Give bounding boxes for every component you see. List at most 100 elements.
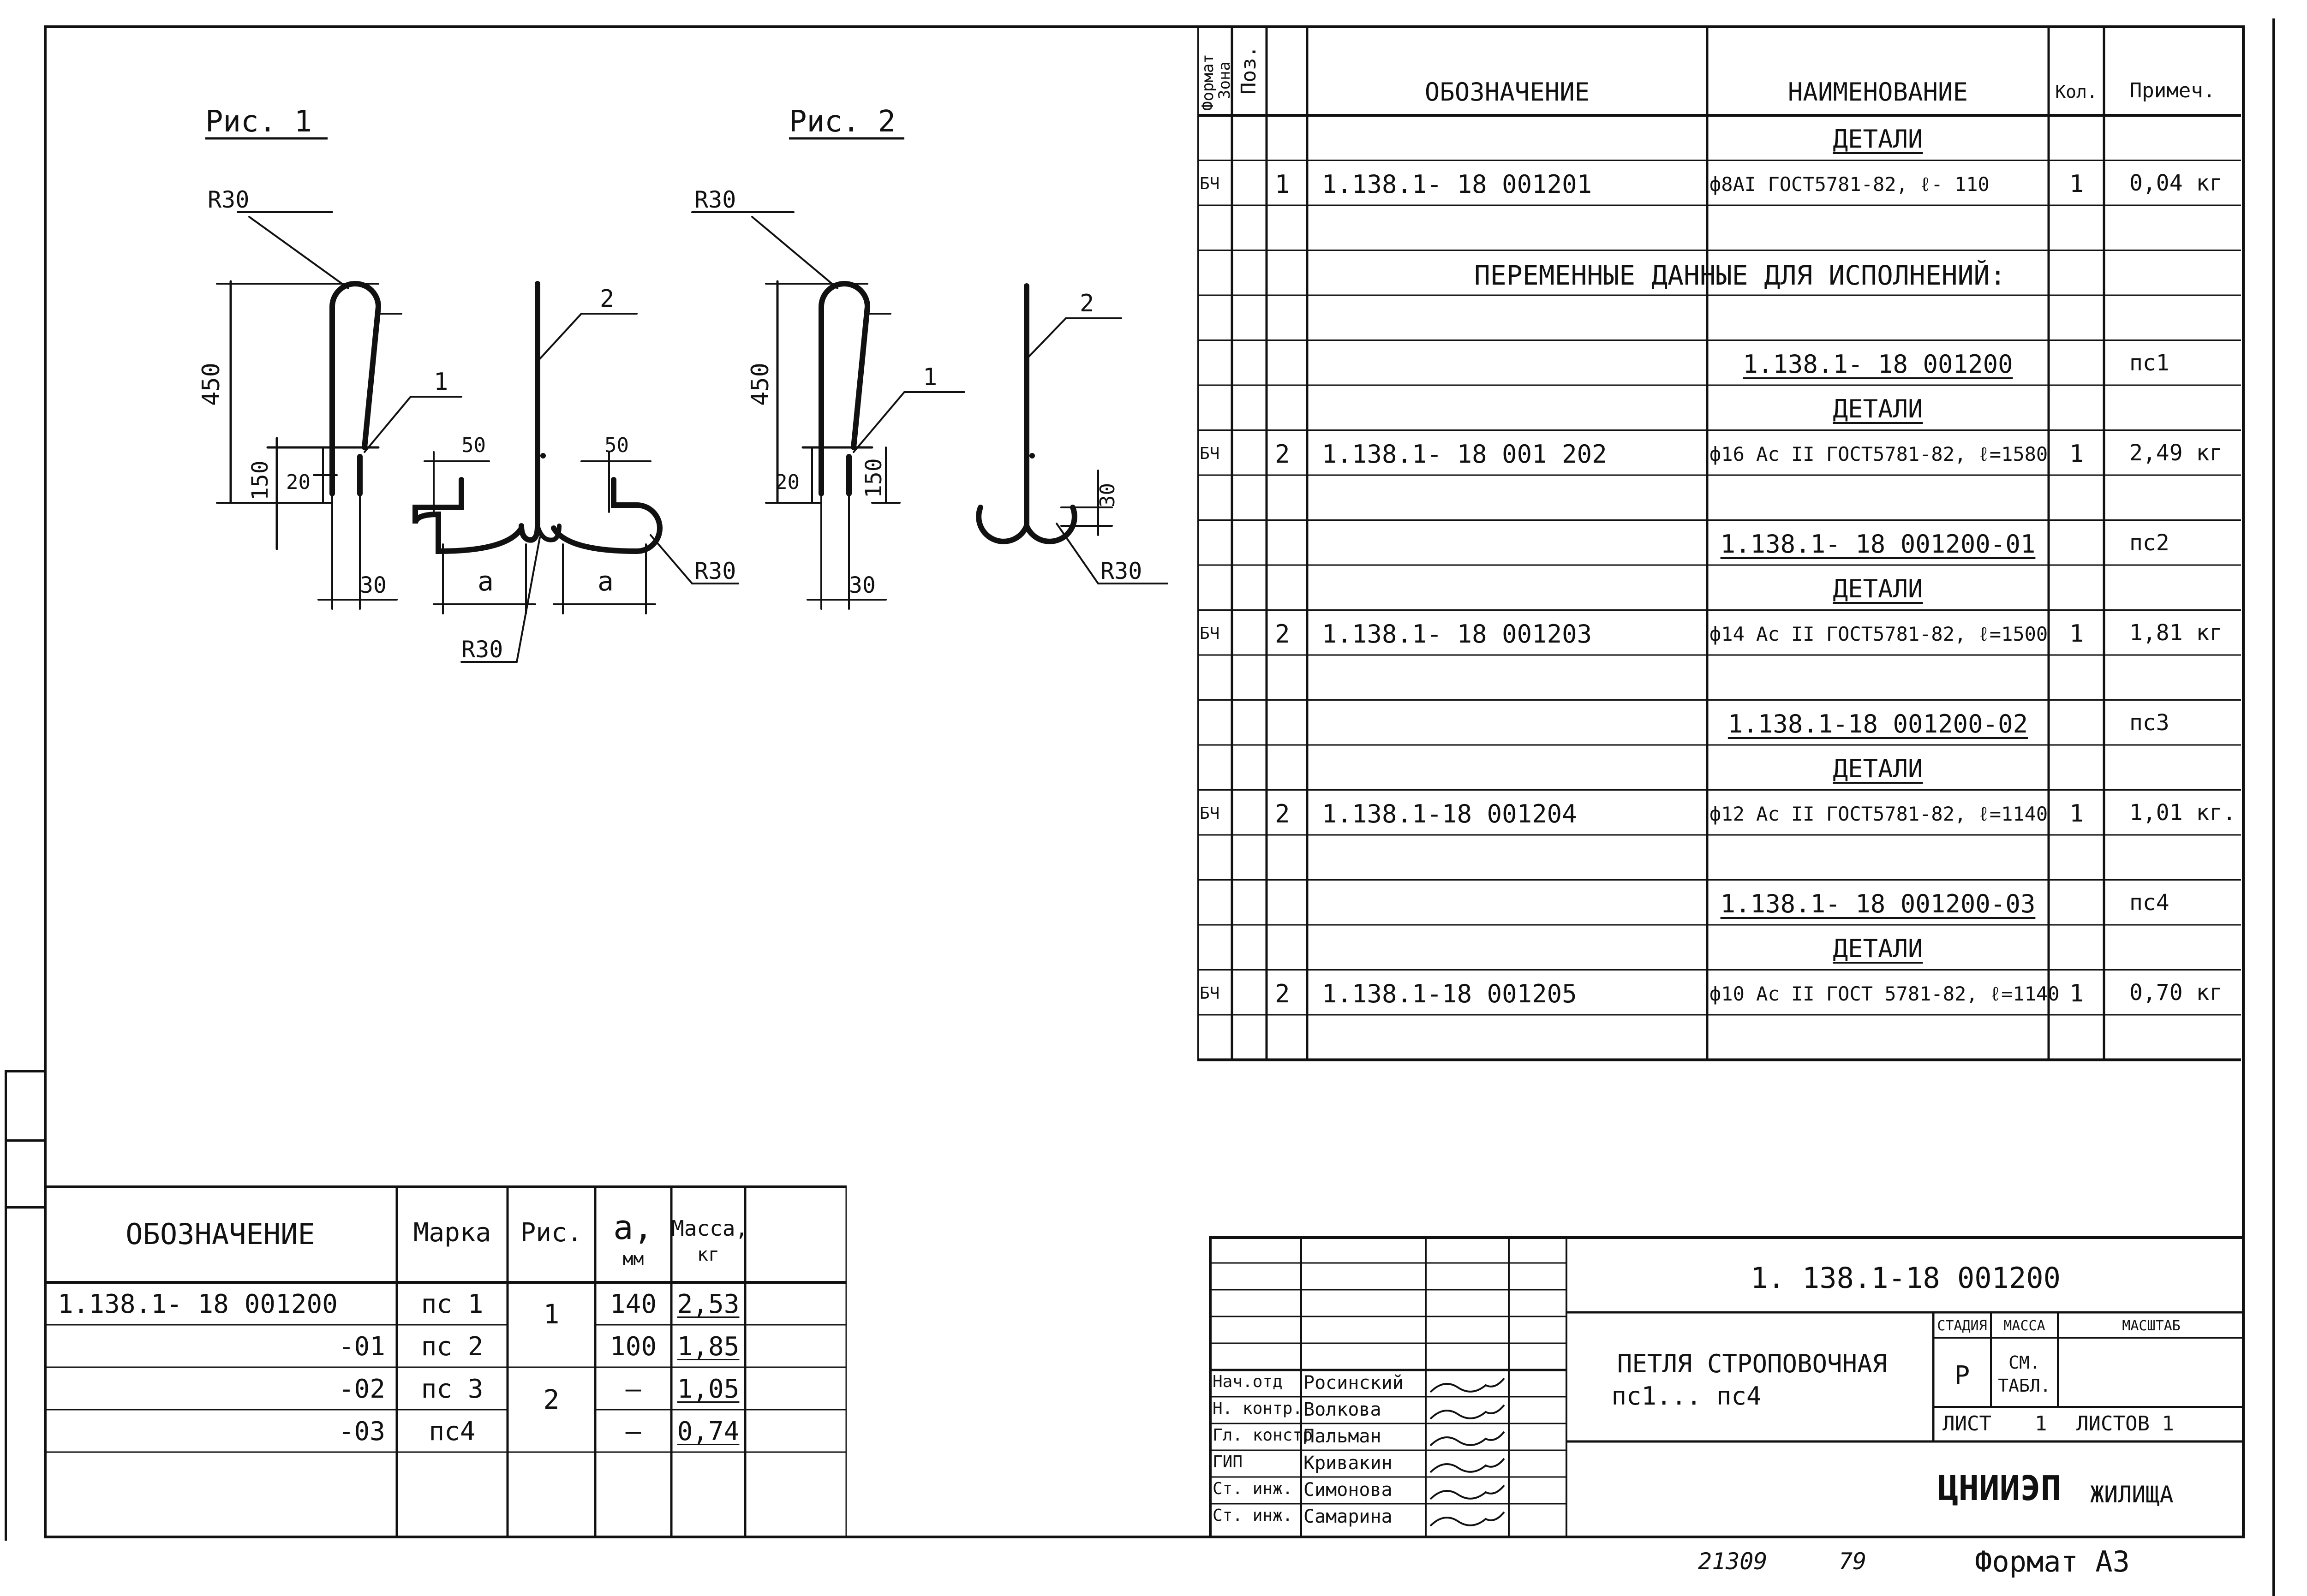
row-name: Детали xyxy=(1833,934,1923,963)
dim-r30: R30 xyxy=(694,186,736,213)
header-zone: Зона xyxy=(1215,61,1234,99)
dim-r30: R30 xyxy=(1100,558,1142,584)
staff-name: Пальман xyxy=(1303,1426,1381,1447)
row-pos: 2 xyxy=(1275,439,1290,469)
row-note: 2,49 кг xyxy=(2129,440,2223,466)
drawing-frame xyxy=(44,25,2245,1538)
row-note: 1,01 кг. xyxy=(2129,799,2236,826)
binding-strip-lower xyxy=(5,1209,7,1541)
header-a: a, xyxy=(613,1208,653,1247)
staff-role: Ст. инж. xyxy=(1213,1479,1293,1498)
row-name: Детали xyxy=(1833,754,1923,783)
row-mark: пс 1 xyxy=(421,1289,484,1319)
row-mark: пс 3 xyxy=(421,1374,484,1404)
row-name: ф8AI ГОСТ5781-82, ℓ- 110 xyxy=(1709,173,1990,196)
fig-group: 2 xyxy=(543,1384,560,1415)
pos-2: 2 xyxy=(1080,290,1094,317)
row-name: ф16 Ac II ГОСТ5781-82, ℓ=1580 xyxy=(1709,442,2048,465)
specification-table: ФорматЗонаПоз.ОбозначениеНаименованиеКол… xyxy=(1197,25,2241,1061)
row-format: БЧ xyxy=(1200,983,1220,1003)
row-designation: 1.138.1- 18 001200 xyxy=(58,1289,338,1319)
row-format: БЧ xyxy=(1200,444,1220,463)
title-block: 1. 138.1-18 001200Петля строповочнаяпс1.… xyxy=(1209,1236,2245,1538)
row-mass: 0,74 xyxy=(677,1417,740,1447)
row-qty: 1 xyxy=(2069,799,2084,828)
row-designation: 1.138.1- 18 001 202 xyxy=(1322,439,1607,469)
row-mark: пс 2 xyxy=(421,1332,484,1362)
row-mass: 2,53 xyxy=(677,1289,740,1319)
row-designation: -01 xyxy=(338,1332,385,1362)
right-edge-line xyxy=(2272,18,2275,1596)
row-section-heading: Переменные данные для исполнений: xyxy=(1474,259,2006,291)
mass-value: см. xyxy=(2008,1352,2040,1373)
dim-r30: R30 xyxy=(208,186,249,213)
sheets-total: Листов 1 xyxy=(2076,1412,2174,1435)
staff-name: Симонова xyxy=(1303,1479,1393,1501)
row-mass: 1,05 xyxy=(677,1374,740,1404)
stage-value: Р xyxy=(1954,1361,1970,1391)
row-a: 100 xyxy=(610,1332,657,1362)
binding-strip-divider xyxy=(5,1139,44,1142)
staff-name: Кривакин xyxy=(1303,1453,1393,1474)
variants-grid xyxy=(44,1185,847,1538)
row-name: ф14 Ac II ГОСТ5781-82, ℓ=1500 xyxy=(1709,622,2048,645)
mass-label: Масса xyxy=(2003,1318,2045,1334)
row-designation: -02 xyxy=(338,1374,385,1404)
dim-r30: R30 xyxy=(461,636,503,663)
header-name: Наименование xyxy=(1787,77,1968,107)
dim-a: a xyxy=(478,566,494,597)
dim-450: 450 xyxy=(197,363,225,406)
row-a: — xyxy=(625,1417,641,1447)
staff-role: ГИП xyxy=(1213,1453,1243,1471)
row-qty: 1 xyxy=(2069,619,2084,648)
row-name: 1.138.1- 18 001200 xyxy=(1743,349,2013,379)
signature xyxy=(1429,1404,1505,1420)
signature xyxy=(1429,1377,1505,1393)
dim-30: 30 xyxy=(360,572,387,598)
header-note: Примеч. xyxy=(2129,79,2216,102)
header-format: Формат xyxy=(1199,54,1217,111)
row-format: БЧ xyxy=(1200,804,1220,823)
archive-number: 21309 xyxy=(1698,1548,1768,1575)
signature xyxy=(1429,1458,1505,1473)
row-qty: 1 xyxy=(2069,979,2084,1007)
fig-group: 1 xyxy=(543,1298,560,1330)
mass-value: табл. xyxy=(1998,1376,2051,1396)
pos-1: 1 xyxy=(434,368,448,396)
pos-2: 2 xyxy=(600,285,614,313)
row-qty: 1 xyxy=(2069,170,2084,198)
row-name: 1.138.1- 18 001200-03 xyxy=(1720,889,2036,918)
row-format: БЧ xyxy=(1200,174,1220,193)
organization-sub: жилища xyxy=(2090,1481,2174,1508)
staff-role: Н. контр. xyxy=(1213,1399,1303,1418)
header-a-unit: мм xyxy=(622,1249,644,1269)
dim-450: 450 xyxy=(747,363,774,406)
dim-20: 20 xyxy=(286,470,311,494)
dim-50: 50 xyxy=(461,434,486,457)
staff-name: Волкова xyxy=(1303,1399,1381,1420)
row-name: ф10 Ac II ГОСТ 5781-82, ℓ=1140 xyxy=(1709,982,2060,1005)
doc-title: Петля строповочная xyxy=(1617,1349,1888,1378)
row-mass: 1,85 xyxy=(677,1332,740,1362)
fig1-title: Рис. 1 xyxy=(205,105,312,139)
dim-30: 30 xyxy=(1096,483,1119,507)
variants-table: ОбозначениеМаркаРис.a,ммМасса,кг1.138.1-… xyxy=(44,1185,847,1538)
row-name: Детали xyxy=(1833,394,1923,423)
dim-150: 150 xyxy=(861,458,887,498)
fig2-title: Рис. 2 xyxy=(789,105,896,139)
row-a: — xyxy=(625,1374,641,1404)
row-note: 0,70 кг xyxy=(2129,979,2223,1006)
spec-grid xyxy=(1197,25,2241,1061)
header-designation: Обозначение xyxy=(126,1217,315,1251)
signature xyxy=(1429,1511,1505,1527)
signature xyxy=(1429,1484,1505,1500)
row-name: 1.138.1-18 001200-02 xyxy=(1727,709,2028,738)
row-pos: 2 xyxy=(1275,619,1290,649)
row-note: 0,04 кг xyxy=(2129,170,2223,196)
dim-r30: R30 xyxy=(694,558,736,584)
doc-number: 1. 138.1-18 001200 xyxy=(1751,1261,2061,1295)
row-note: пс4 xyxy=(2129,889,2170,916)
fig2-bar xyxy=(976,283,1168,584)
row-name: ф12 Ac II ГОСТ5781-82, ℓ=1140 xyxy=(1709,802,2048,825)
staff-name: Самарина xyxy=(1303,1506,1393,1527)
